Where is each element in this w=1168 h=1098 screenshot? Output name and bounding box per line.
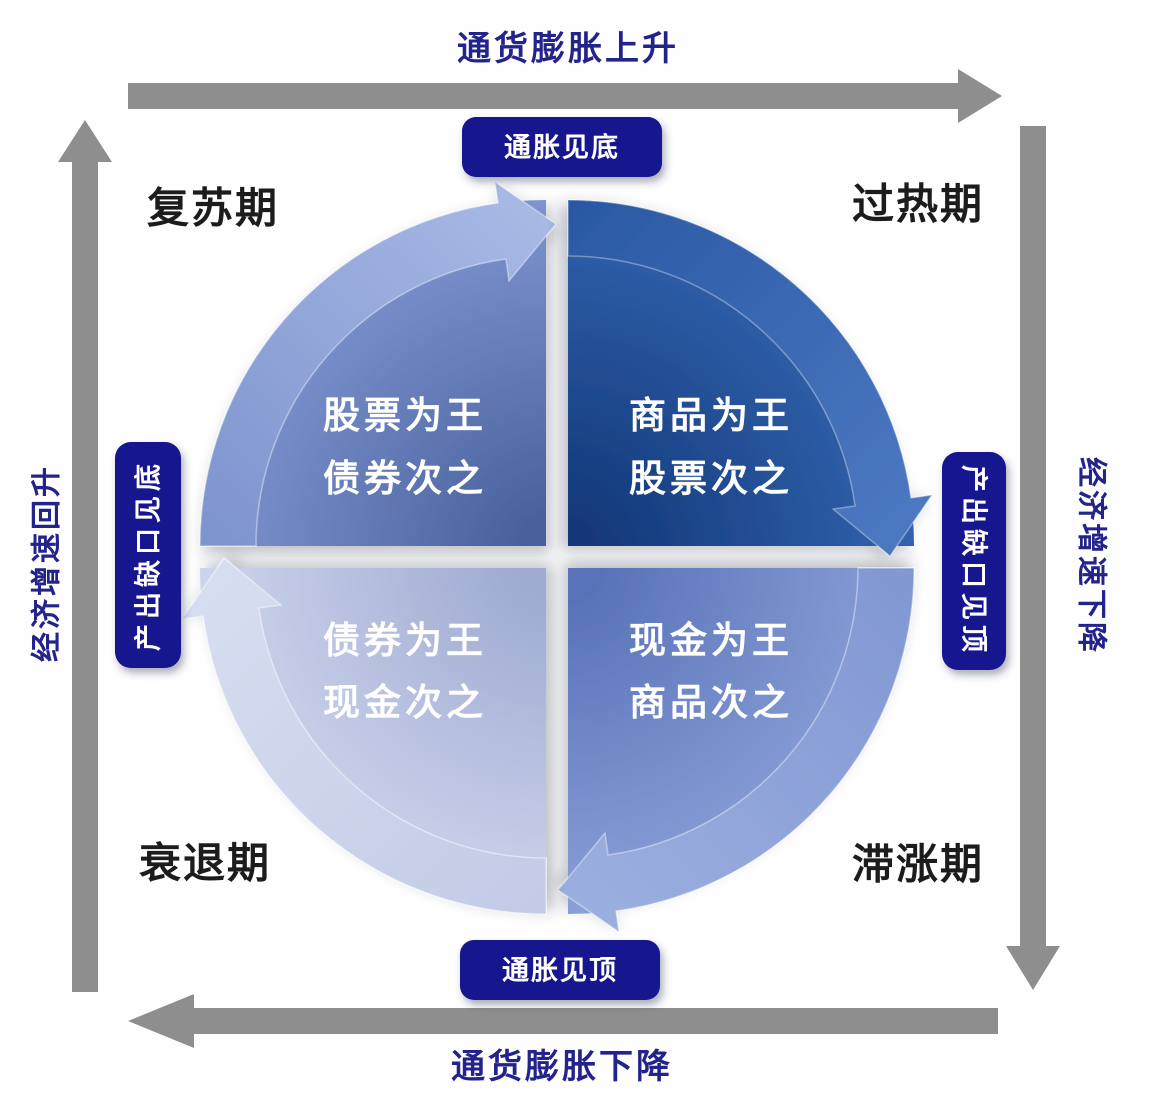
recovery-strategy-line2: 债券次之 [323,458,487,499]
phase-label-recovery: 复苏期 [147,185,279,232]
phase-label-overheat: 过热期 [852,181,984,228]
inflation-bottom-badge-bg [462,117,662,177]
stagflation-strategy-line2: 商品次之 [629,682,793,723]
stagflation-strategy: 现金为王 商品次之 [629,619,793,723]
recession-strategy: 债券为王 现金次之 [323,620,487,723]
right-arrow-head-down-icon [1006,946,1060,990]
output-gap-bottom-badge-bg [115,442,181,668]
recession-strategy-line1: 债券为王 [323,620,487,661]
right-arrow-shaft [1020,126,1046,948]
axis-label-inflation-down: 通货膨胀下降 [451,1048,673,1086]
growth-down-axis-arrow [1006,126,1060,990]
inflation-top-badge: 通胀见顶 [460,940,660,1000]
recovery-strategy-line1: 股票为王 [323,395,487,436]
axis-label-growth-down: 经济增速下降 [1075,457,1109,655]
inflation-top-badge-bg [460,940,660,1000]
inflation-up-axis-arrow [128,69,1002,123]
output-gap-top-badge-label: 产出缺口见顶 [959,465,989,657]
inflation-bottom-badge-label: 通胀见底 [504,131,620,162]
axis-label-inflation-up: 通货膨胀上升 [457,30,679,68]
top-arrow-shaft [128,83,960,109]
bottom-arrow-head-left-icon [128,994,194,1048]
bottom-arrow-shaft [192,1008,998,1034]
axis-label-growth-up: 经济增速回升 [30,464,64,662]
output-gap-top-badge-bg [942,452,1006,670]
inflation-top-badge-label: 通胀见顶 [502,955,618,985]
top-arrow-head-right-icon [958,69,1002,123]
stagflation-strategy-line1: 现金为王 [629,619,793,661]
growth-up-axis-arrow [58,120,112,992]
phase-label-recession: 衰退期 [139,840,271,887]
phase-label-stagflation: 滞涨期 [852,841,984,888]
output-gap-bottom-badge-label: 产出缺口见底 [132,459,163,651]
inflation-bottom-badge: 通胀见底 [462,117,662,177]
recovery-strategy: 股票为王 债券次之 [323,395,487,499]
output-gap-bottom-badge: 产出缺口见底 [115,442,181,668]
output-gap-top-badge: 产出缺口见顶 [942,452,1006,670]
overheat-strategy-line1: 商品为王 [629,395,793,436]
overheat-strategy: 商品为王 股票次之 [629,395,793,499]
overheat-strategy-line2: 股票次之 [629,458,793,499]
inflation-down-axis-arrow [128,994,998,1048]
left-arrow-head-up-icon [58,120,112,162]
recession-strategy-line2: 现金次之 [323,681,487,723]
left-arrow-shaft [72,160,98,992]
